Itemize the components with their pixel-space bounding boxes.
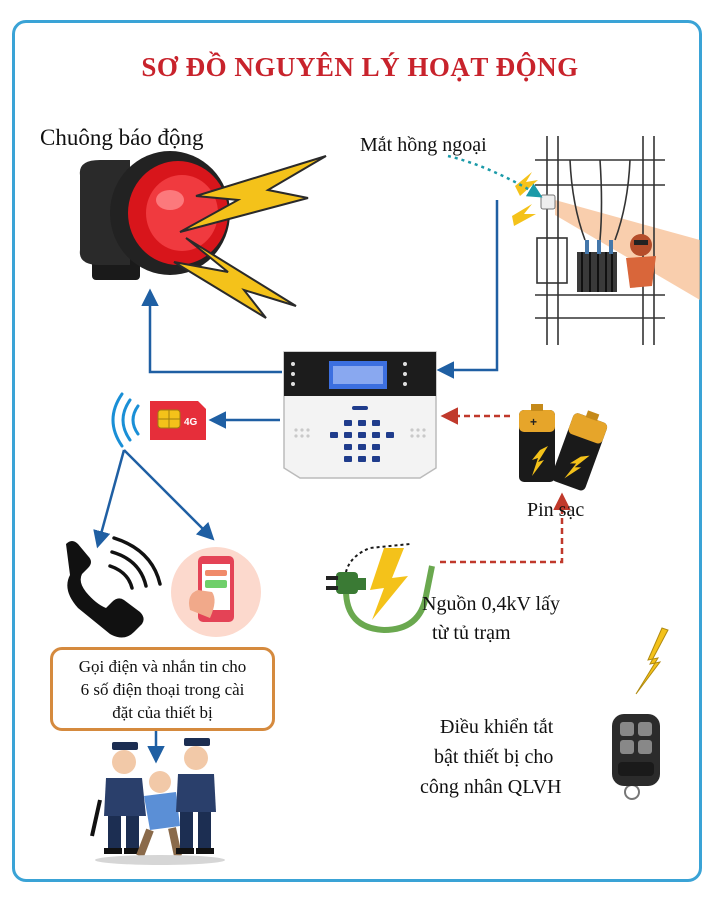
power-label-line2: từ tủ trạm [432, 622, 511, 644]
arrow-sensor-to-panel [436, 200, 499, 379]
sim-card-icon: 4G [150, 401, 206, 440]
remote-icon [612, 714, 660, 800]
callout-line3: đặt của thiết bị [112, 703, 213, 722]
arrow-sim-to-sms [123, 449, 215, 541]
lightning-icon [635, 627, 669, 695]
alarm-panel-icon [283, 351, 437, 479]
battery-icon: + [519, 404, 608, 491]
siren-icon [79, 151, 230, 280]
ir-sensor-label: Mắt hồng ngoại [360, 134, 487, 156]
battery-label: Pin sạc [527, 499, 585, 521]
power-label-line1: Nguồn 0,4kV lấy [422, 593, 560, 615]
callout-line1: Gọi điện và nhắn tin cho [78, 657, 247, 676]
diagram-frame [12, 20, 702, 882]
arrow-panel-to-siren [141, 288, 282, 374]
power-plug-icon [326, 543, 435, 634]
infrared-sensor-icon [512, 136, 700, 345]
arrow-sim-to-phone [93, 449, 126, 549]
signal-icon [111, 392, 140, 448]
remote-label-line2: bật thiết bị cho [434, 746, 554, 768]
remote-label-line1: Điều khiển tắt [440, 716, 554, 738]
diagram-title: SƠ ĐỒ NGUYÊN LÝ HOẠT ĐỘNG [141, 52, 579, 82]
phone-icon [66, 536, 162, 638]
svg-text:+: + [530, 415, 537, 429]
callout-line2: 6 số điện thoại trong cài [80, 680, 245, 699]
sms-icon [171, 547, 261, 637]
siren-label: Chuông báo động [40, 125, 204, 150]
sim-badge-text: 4G [184, 417, 198, 428]
siren-lightning-icon [173, 155, 327, 319]
arrow-power-to-battery [440, 492, 571, 564]
remote-label-line3: công nhân QLVH [420, 776, 562, 798]
police-icon [90, 738, 225, 865]
call-sms-callout: Gọi điện và nhắn tin cho 6 số điện thoại… [50, 647, 275, 731]
